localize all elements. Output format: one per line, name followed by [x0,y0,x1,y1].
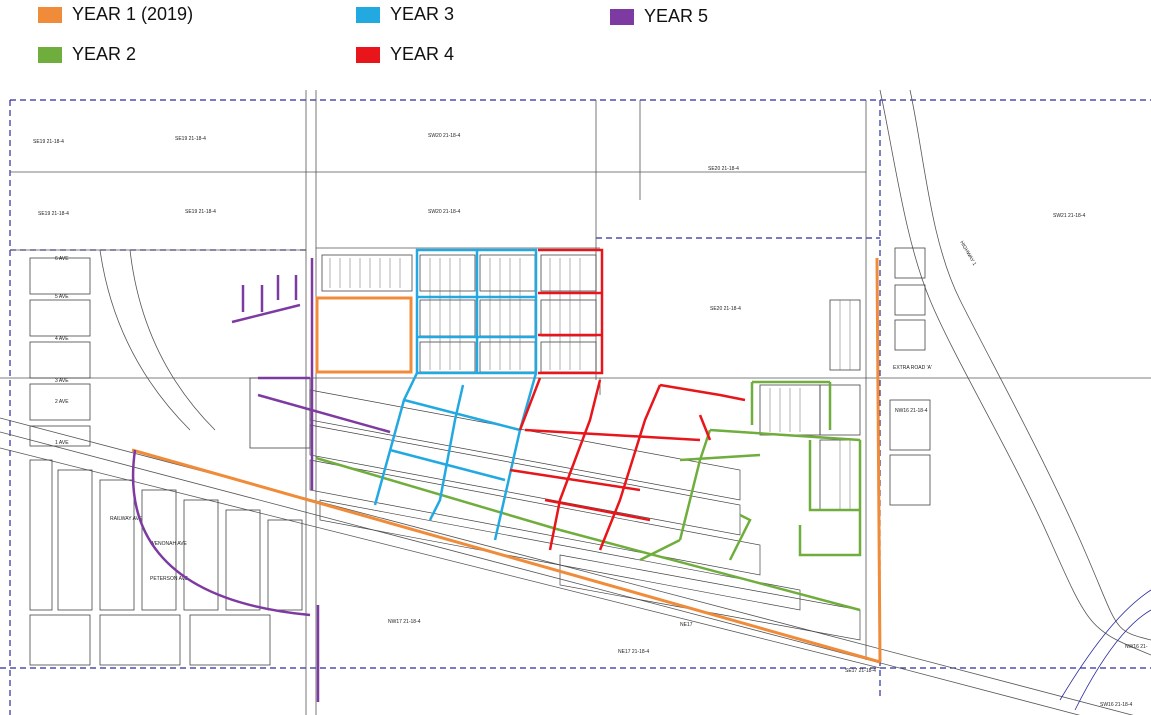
label-extra-road: EXTRA ROAD 'A' [893,365,932,371]
map-legend: YEAR 1 (2019) YEAR 3 YEAR 5 YEAR 2 YEAR … [0,0,1151,80]
label-ne17: NE17 21-18-4 [618,649,649,655]
legend-label-year-4: YEAR 4 [390,44,455,64]
legend-year-5: YEAR 5 [610,6,708,27]
label-se19-d: SE19 21-18-4 [185,209,216,215]
label-highway: HIGHWAY 1 [958,240,977,267]
label-se19-c: SE19 21-18-4 [38,211,69,217]
label-nw16-b: NW16 21- [1125,644,1148,650]
label-avenue-1: 1 AVE [55,440,69,446]
town-map: SE19 21-18-4 SE19 21-18-4 SE19 21-18-4 S… [0,89,1151,715]
section-boundaries [0,99,1151,715]
label-peterson: PETERSON AVE [150,576,189,582]
route-year-4 [509,248,746,551]
legend-year-3: YEAR 3 [356,4,454,25]
legend-label-year-3: YEAR 3 [390,4,455,24]
legend-year-1: YEAR 1 (2019) [38,4,193,25]
legend-swatch-year-4 [356,46,380,63]
label-sw20-a: SW20 21-18-4 [428,133,460,139]
label-avenue-4: 4 AVE [55,336,69,342]
legend-year-4: YEAR 4 [356,44,454,65]
label-sw20-b: SW20 21-18-4 [428,209,460,215]
label-avenue-3: 3 AVE [55,378,69,384]
legend-swatch-year-1 [38,6,62,23]
route-year-5 [131,258,391,702]
parcel-lines [0,89,1151,715]
legend-label-year-2: YEAR 2 [72,44,137,64]
legend-swatch-year-2 [38,46,62,63]
label-se19-b: SE19 21-18-4 [175,136,206,142]
west-blocks [29,257,303,666]
label-se17: SE17 21-18-4 [845,668,876,674]
legend-label-year-1: YEAR 1 (2019) [72,4,194,24]
label-avenue-2: 2 AVE [55,399,69,405]
angled-blocks [309,389,861,641]
label-sw21: SW21 21-18-4 [1053,213,1085,219]
label-ne17-b: NE17 [680,622,693,628]
label-se19-a: SE19 21-18-4 [33,139,64,145]
label-nw16: NW16 21-18-4 [895,408,928,414]
label-wenonah: WENONAH AVE [150,541,188,547]
label-avenue-6: 6 AVE [55,256,69,262]
label-railway: RAILWAY AVE [110,516,143,522]
route-year-3 [373,248,538,541]
legend-label-year-5: YEAR 5 [644,6,709,26]
legend-year-2: YEAR 2 [38,44,136,65]
label-se20-a: SE20 21-18-4 [708,166,739,172]
route-year-1 [131,257,882,664]
label-se20-b: SE20 21-18-4 [710,306,741,312]
label-sw16: SW16 21-18-4 [1100,702,1132,708]
legend-swatch-year-5 [610,8,634,25]
label-avenue-5: 5 AVE [55,294,69,300]
lot-hatching [329,258,851,510]
label-nw17: NW17 21-18-4 [388,619,421,625]
central-blocks [249,247,931,511]
legend-swatch-year-3 [356,6,380,23]
route-year-2 [315,380,862,612]
